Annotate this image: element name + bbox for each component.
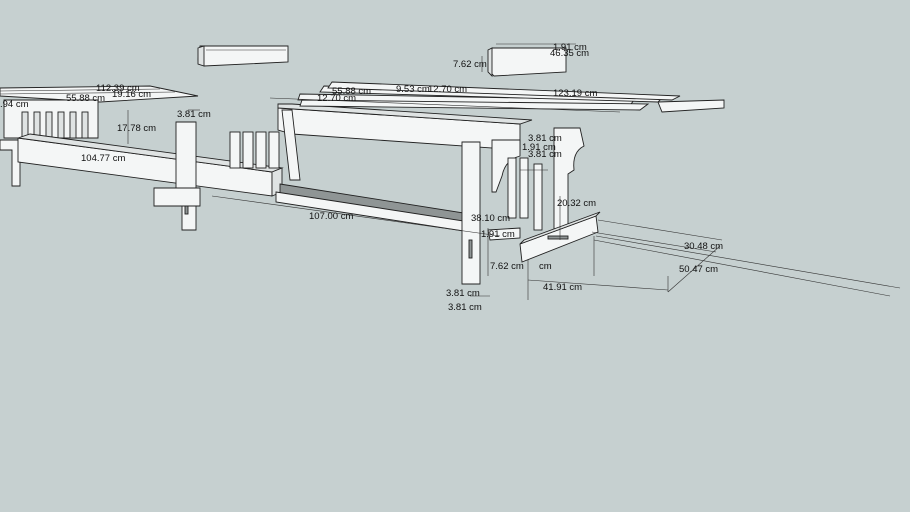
- dim-label: 19.16 cm: [112, 89, 151, 100]
- dim-label: 12.70 cm: [317, 93, 356, 104]
- left-leg: [0, 139, 21, 187]
- long-front-rail: [17, 133, 284, 197]
- dim-label: 50.47 cm: [679, 264, 718, 275]
- dim-label: 7.62 cm: [490, 261, 524, 272]
- top-loose-board: [197, 45, 289, 67]
- dim-label: 9.53 cm: [396, 84, 430, 95]
- dim-label: 55.88 cm: [332, 86, 371, 97]
- dim-label: 55.88 cm: [66, 93, 105, 104]
- dim-label: 1.91 cm: [522, 142, 556, 153]
- top-right-board: [487, 47, 567, 78]
- dim-label: 20.32 cm: [557, 198, 596, 209]
- dim-label: 3.81 cm: [177, 109, 211, 120]
- left-bench-assembly: [0, 85, 199, 187]
- dim-label: 3.81 cm: [528, 133, 562, 144]
- dim-label: 17.78 cm: [117, 123, 156, 134]
- dim-label: 30.48 cm: [684, 241, 723, 252]
- dim-label: 123.19 cm: [553, 88, 597, 99]
- dim-label: 38.10 cm: [471, 213, 510, 224]
- dimension-lines: [127, 43, 901, 300]
- dim-label: 112.39 cm: [96, 83, 140, 94]
- dim-label: 7.62 cm: [453, 59, 487, 70]
- center-bench-frame: [275, 103, 533, 285]
- dim-label: 3.81 cm: [446, 288, 480, 299]
- left-seat-slats: [0, 85, 199, 103]
- dim-label: 1.91 cm: [553, 42, 587, 53]
- dim-label: 46.35 cm: [550, 48, 589, 59]
- center-leg: [461, 141, 481, 285]
- dim-label: 3.81 cm: [448, 302, 482, 313]
- left-post: [153, 121, 201, 231]
- dim-label: 107.00 cm: [309, 211, 353, 222]
- dim-label: 104.77 cm: [81, 153, 125, 164]
- dimension-labels: 112.39 cm 19.16 cm 55.88 cm .94 cm 17.78…: [0, 42, 723, 313]
- dim-label: 41.91 cm: [543, 282, 582, 293]
- short-slat: [657, 99, 725, 113]
- dim-label: .94 cm: [0, 99, 29, 110]
- back-slat-group: [229, 131, 280, 169]
- dim-label: 1.91 cm: [481, 229, 515, 240]
- dim-label: 3.81 cm: [528, 149, 562, 160]
- dim-label: cm: [539, 261, 552, 272]
- dim-label: 12.70 cm: [428, 84, 467, 95]
